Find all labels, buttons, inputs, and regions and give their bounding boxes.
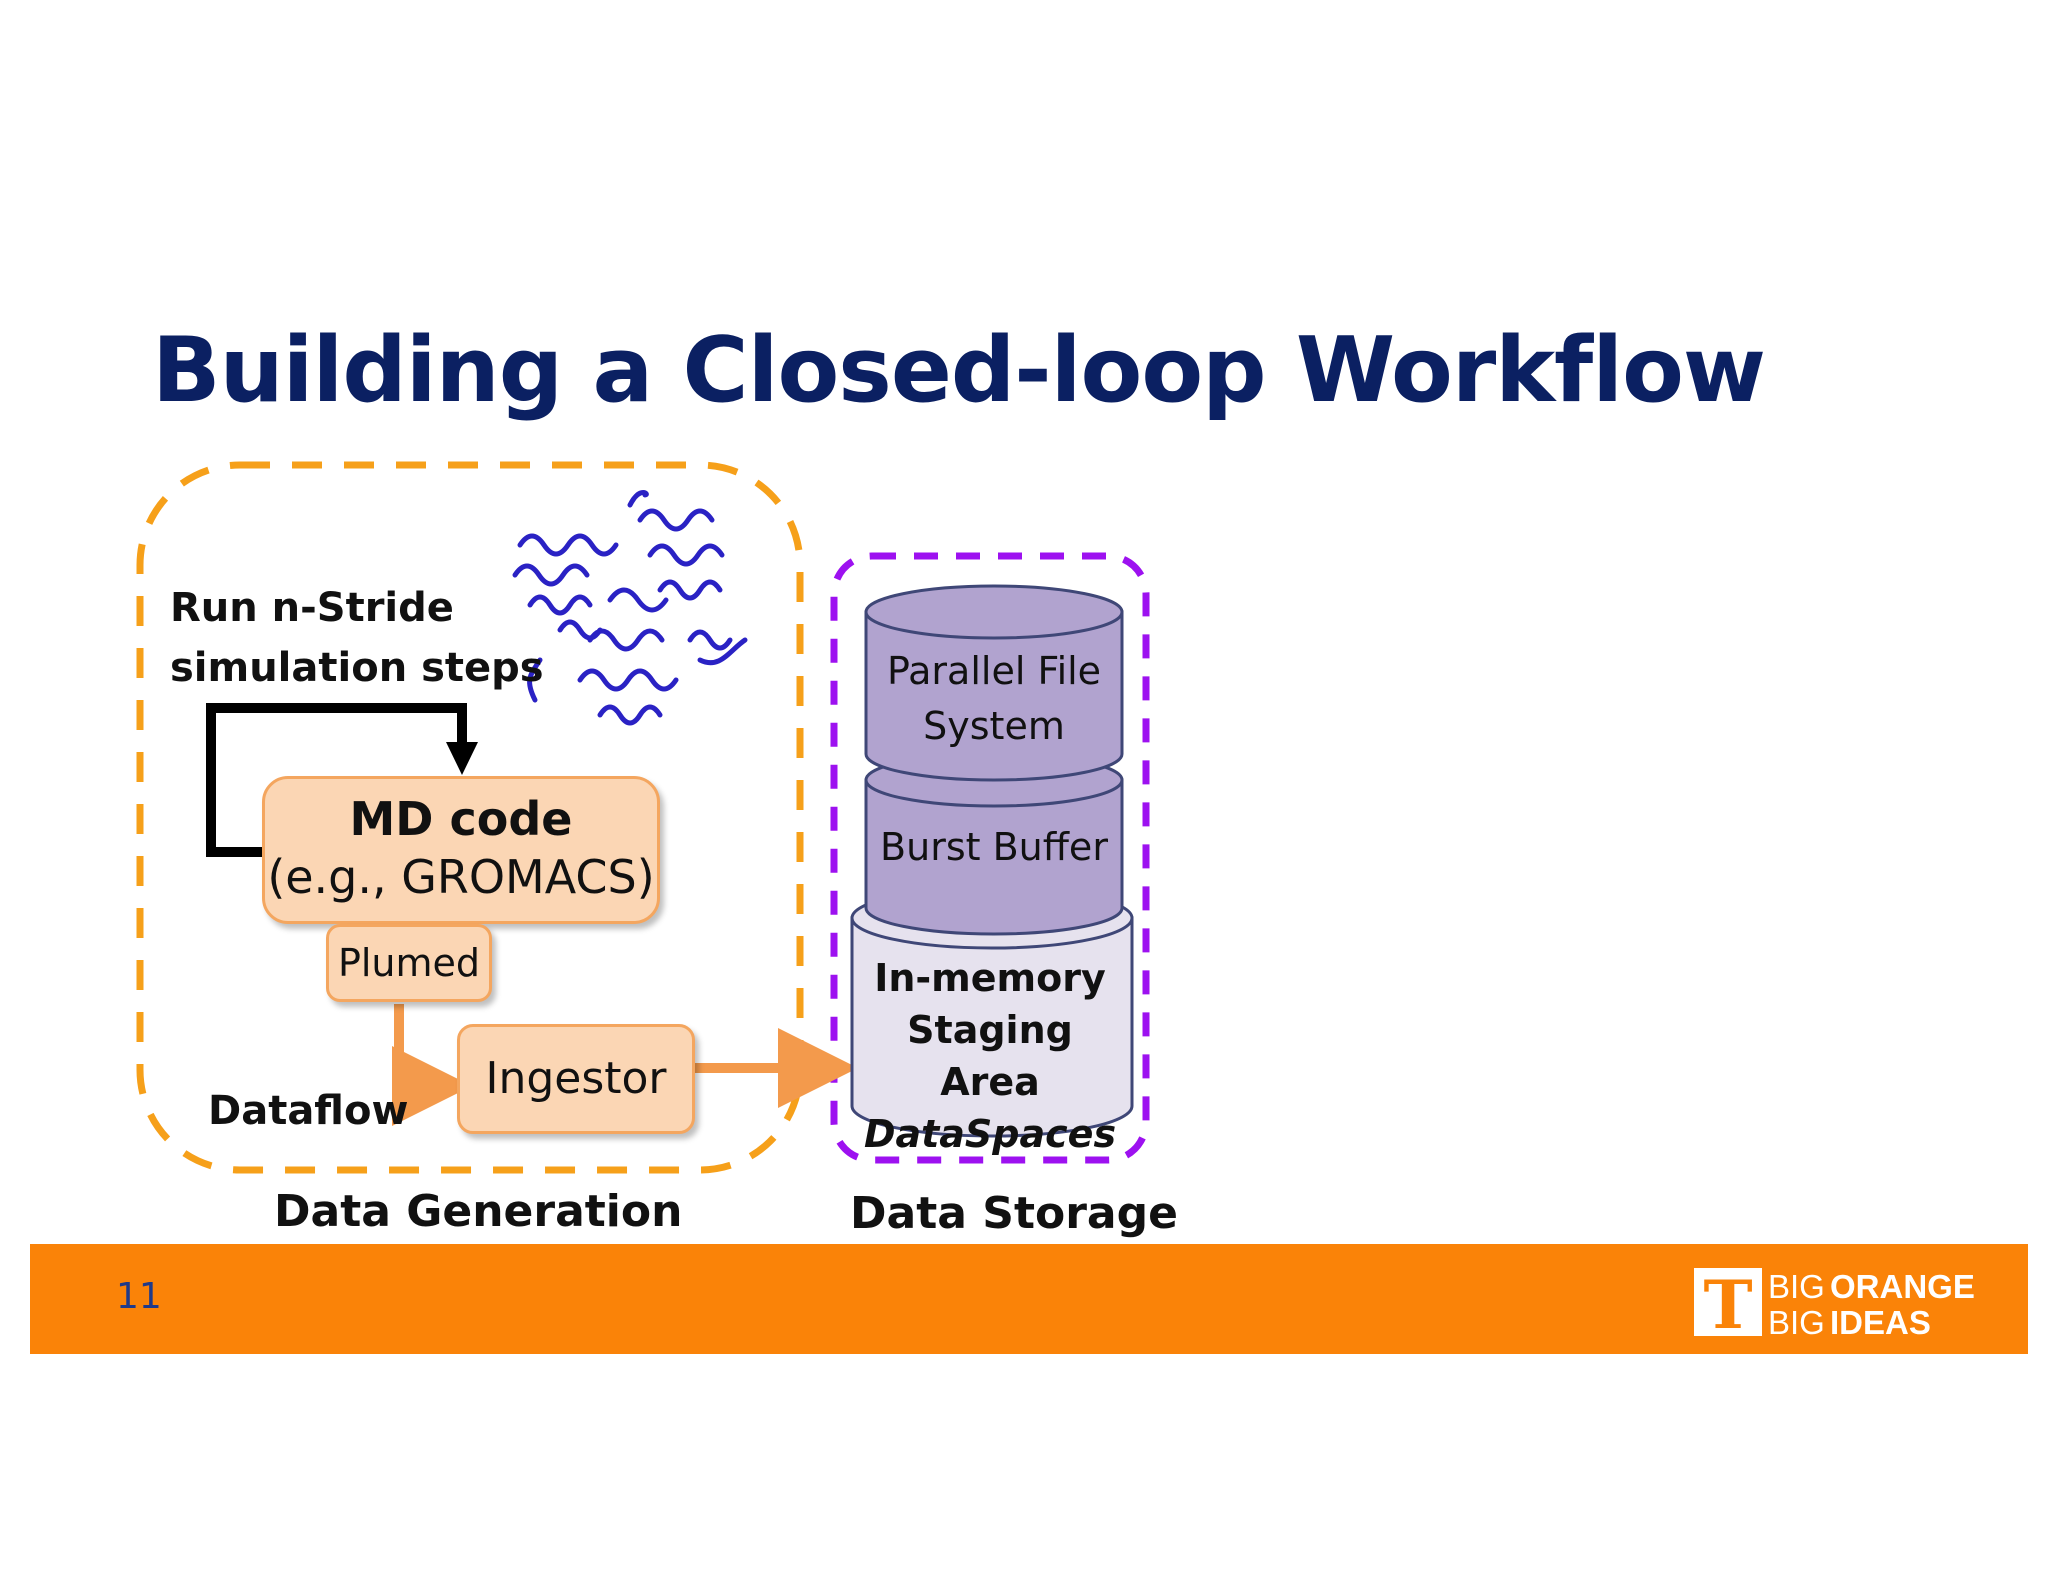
data-storage-region xyxy=(830,552,1150,1164)
burst-buffer-label: Burst Buffer xyxy=(880,825,1108,869)
inmem-line2: Staging Area xyxy=(907,1008,1073,1104)
data-generation-caption: Data Generation xyxy=(274,1186,683,1237)
parallel-file-system-cylinder xyxy=(864,584,1124,782)
run-label-line2: simulation steps xyxy=(170,645,544,691)
md-code-title: MD code xyxy=(349,792,573,846)
logo-line1-bold: ORANGE xyxy=(1830,1268,1975,1305)
inmem-line3: DataSpaces xyxy=(863,1112,1117,1156)
inmem-line1: In-memory xyxy=(874,956,1106,1000)
protein-structure-icon xyxy=(512,490,748,726)
dataflow-label: Dataflow xyxy=(208,1088,409,1134)
md-code-subtitle: (e.g., GROMACS) xyxy=(267,850,655,904)
loop-arrow xyxy=(206,703,467,857)
footer-bar: 11 T BIG ORANGE BIG IDEAS xyxy=(30,1244,2028,1354)
ingestor-box: Ingestor xyxy=(457,1024,695,1134)
logo-line2-thin: BIG xyxy=(1768,1304,1825,1338)
page-number: 11 xyxy=(116,1276,162,1317)
plumed-box: Plumed xyxy=(326,924,492,1002)
run-n-stride-label: Run n-Stride simulation steps xyxy=(170,578,544,698)
inmem-staging-label: In-memory Staging Area DataSpaces xyxy=(852,952,1128,1160)
logo-mark-text: T xyxy=(1703,1266,1752,1338)
data-storage-caption: Data Storage xyxy=(850,1188,1178,1239)
logo-line2-bold: IDEAS xyxy=(1830,1304,1931,1338)
logo-line1-thin: BIG xyxy=(1768,1268,1825,1305)
page-title: Building a Closed-loop Workflow xyxy=(152,318,1766,423)
run-label-line1: Run n-Stride xyxy=(170,585,454,631)
md-code-box: MD code (e.g., GROMACS) xyxy=(262,776,660,924)
ut-power-t-logo-icon: T xyxy=(1694,1266,1762,1338)
big-orange-big-ideas-logo: T BIG ORANGE BIG IDEAS xyxy=(1694,1266,1975,1338)
loop-arrow-head xyxy=(446,742,478,775)
pfs-line2: System xyxy=(923,704,1065,748)
parallel-file-system-label: Parallel File System xyxy=(866,644,1122,754)
pfs-line1: Parallel File xyxy=(886,649,1102,693)
dataflow-arrow-plumed-ingestor xyxy=(392,1004,472,1126)
data-generation-region xyxy=(136,461,804,1174)
